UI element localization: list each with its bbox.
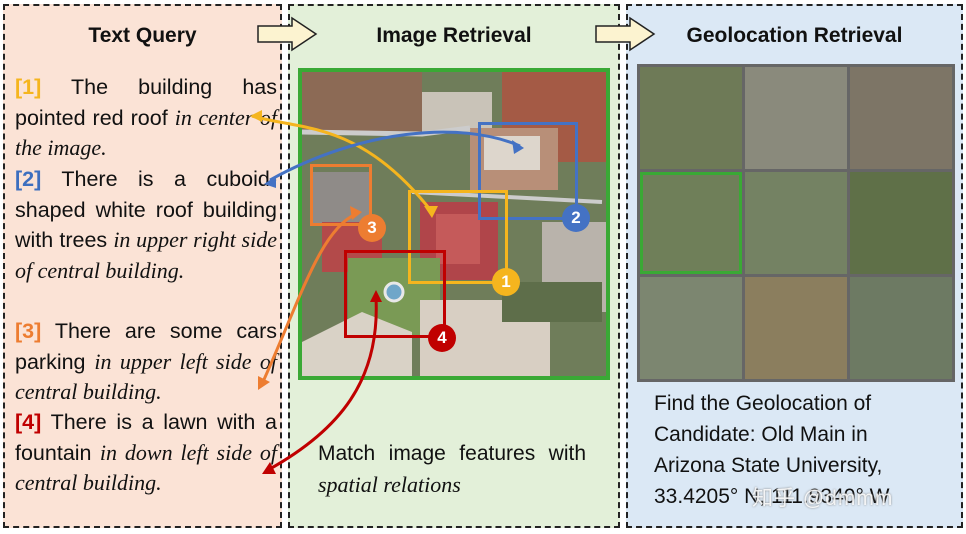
- image-retrieval-panel: Image Retrieval 1 2 3: [288, 4, 620, 528]
- query-3-number: [3]: [15, 319, 42, 343]
- geolocation-line-1: Find the Geolocation of: [654, 392, 872, 415]
- image-retrieval-title: Image Retrieval: [376, 24, 532, 47]
- candidate-tile: [640, 67, 742, 169]
- box-1: [408, 190, 508, 284]
- query-2-text: There is a cuboid-shaped white roof buil…: [15, 167, 277, 252]
- query-1-text: The building has pointed red roof: [15, 75, 277, 130]
- candidate-grid: [637, 64, 955, 382]
- query-3-relation: in upper left side of central building.: [15, 348, 277, 405]
- relation-arrow-1: [251, 114, 434, 213]
- geolocation-line-2: Candidate: Old Main in: [654, 423, 868, 446]
- query-2: [2] There is a cuboid-shaped white roof …: [15, 164, 277, 286]
- query-2-number: [2]: [15, 167, 42, 191]
- query-3: [3] There are some cars parking in upper…: [15, 316, 277, 408]
- retrieval-caption-text: Match image features with: [318, 442, 586, 465]
- text-query-title: Text Query: [88, 24, 197, 47]
- retrieval-caption-relation: spatial relations: [318, 472, 461, 497]
- query-1-number: [1]: [15, 75, 42, 99]
- marker-1: 1: [492, 268, 520, 296]
- query-4-relation: in down left side of central building.: [15, 439, 277, 496]
- candidate-tile: [745, 67, 847, 169]
- marker-2: 2: [562, 204, 590, 232]
- watermark: 知乎 @dmmm: [752, 487, 894, 510]
- candidate-tile: [745, 172, 847, 274]
- aerial-scene: [302, 72, 606, 376]
- text-query-panel: Text Query [1] The building has pointed …: [3, 4, 282, 528]
- candidate-tile: [850, 67, 952, 169]
- box-2: [478, 122, 578, 220]
- marker-3: 3: [358, 214, 386, 242]
- box-4: [344, 250, 446, 338]
- aerial-image: 1 2 3 4: [298, 68, 610, 380]
- relation-arrow-4: [267, 297, 378, 472]
- query-4-text: There is a lawn with a fountain: [15, 410, 277, 465]
- relation-arrow-2: [269, 130, 521, 182]
- geolocation-line-4: 33.4205° N, 111.9340° W: [654, 485, 890, 508]
- arrow-to-image-retrieval: [257, 16, 318, 52]
- retrieval-caption: Match image features with spatial relati…: [318, 438, 586, 501]
- geolocation-title: Geolocation Retrieval: [686, 24, 903, 47]
- geolocation-result: Find the Geolocation of Candidate: Old M…: [654, 388, 954, 512]
- geolocation-line-3: Arizona State University,: [654, 454, 883, 477]
- query-2-relation: in upper right side of central building.: [15, 227, 277, 283]
- marker-4: 4: [428, 324, 456, 352]
- parking-lot: [310, 172, 370, 226]
- geolocation-panel: Geolocation Retrieval Find the Geolocati…: [626, 4, 963, 528]
- query-4: [4] There is a lawn with a fountain in d…: [15, 407, 277, 499]
- candidate-tile: [850, 277, 952, 379]
- relation-arrow-3: [260, 212, 357, 385]
- query-3-text: There are some cars parking: [15, 319, 277, 374]
- arrow-to-geolocation: [595, 16, 656, 52]
- candidate-tile: [850, 172, 952, 274]
- candidate-tile: [745, 277, 847, 379]
- query-4-number: [4]: [15, 410, 42, 434]
- fountain: [383, 281, 405, 303]
- candidate-tile: [640, 277, 742, 379]
- matched-candidate-tile: [640, 172, 742, 274]
